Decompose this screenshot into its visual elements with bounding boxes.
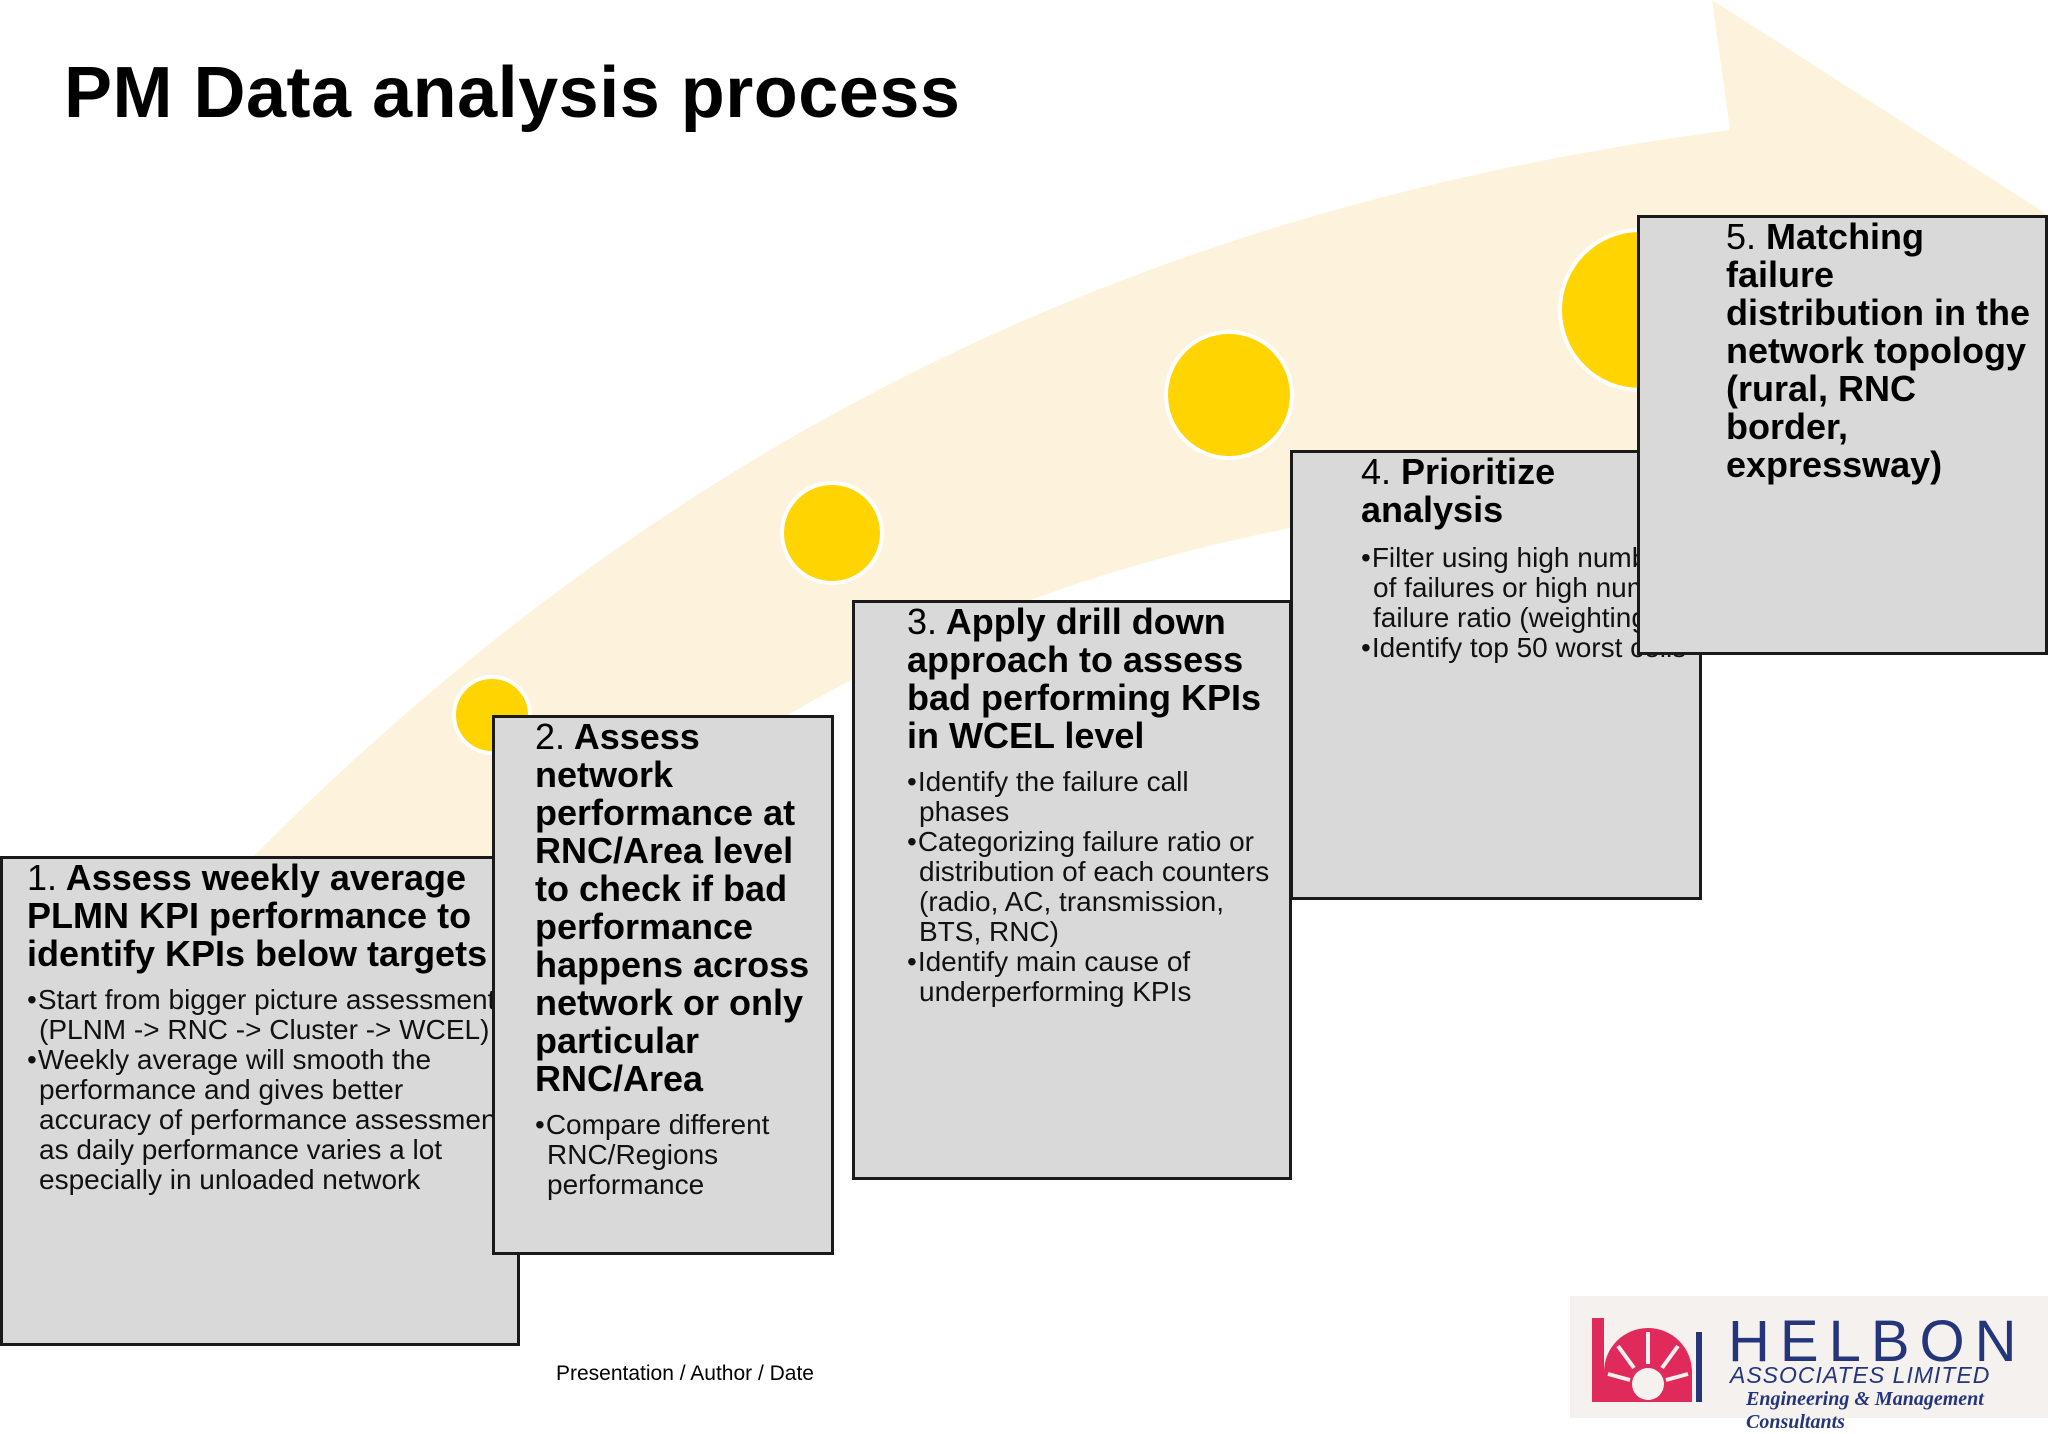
step-3-bullet: Categorizing failure ratio or distributi… bbox=[907, 827, 1281, 947]
step-dot-2 bbox=[780, 481, 884, 585]
step-5-box: 5. Matching failure distribution in the … bbox=[1637, 215, 2048, 655]
step-2-bullet: Compare different RNC/Regions performanc… bbox=[535, 1110, 811, 1200]
step-1-box: 1. Assess weekly average PLMN KPI perfor… bbox=[0, 856, 520, 1346]
logo-subtitle: ASSOCIATES LIMITED bbox=[1730, 1362, 1991, 1388]
step-3-bullet: Identify main cause of underperforming K… bbox=[907, 947, 1281, 1007]
step-2-heading-text: Assess network performance at RNC/Area l… bbox=[535, 716, 810, 1099]
step-1-number: 1. bbox=[27, 857, 58, 898]
step-4-bullet: Identify top 50 worst cells bbox=[1361, 633, 1691, 663]
step-5-heading-text: Matching failure distribution in the net… bbox=[1726, 216, 2030, 485]
logo-mark-icon bbox=[1592, 1318, 1702, 1402]
logo-tagline: Engineering & Management Consultants bbox=[1746, 1388, 1984, 1433]
step-dot-3 bbox=[1164, 330, 1294, 460]
step-3-box: 3. Apply drill down approach to assess b… bbox=[852, 600, 1292, 1180]
logo-name: HELBON bbox=[1728, 1309, 2027, 1374]
step-1-bullets: Start from bigger picture assessment (PL… bbox=[27, 985, 507, 1195]
step-4-number: 4. bbox=[1361, 451, 1392, 492]
step-3-number: 3. bbox=[907, 601, 938, 642]
step-5-number: 5. bbox=[1726, 216, 1757, 257]
step-1-bullet: Weekly average will smooth the performan… bbox=[27, 1045, 507, 1195]
slide-footer: Presentation / Author / Date bbox=[556, 1362, 814, 1385]
slide-title: PM Data analysis process bbox=[64, 53, 961, 133]
step-3-bullets: Identify the failure call phases Categor… bbox=[907, 767, 1281, 1007]
step-2-box: 2. Assess network performance at RNC/Are… bbox=[492, 715, 834, 1255]
step-1-heading-text: Assess weekly average PLMN KPI performan… bbox=[27, 857, 488, 974]
step-4-bullets: Filter using high number of failures or … bbox=[1361, 543, 1691, 663]
step-2-number: 2. bbox=[535, 716, 566, 757]
company-logo: HELBON ASSOCIATES LIMITED Engineering & … bbox=[1570, 1296, 2048, 1433]
curved-arrow bbox=[240, 0, 2048, 870]
step-5-heading: 5. Matching failure distribution in the … bbox=[1726, 218, 2041, 484]
step-4-heading: 4. Prioritize analysis bbox=[1361, 453, 1699, 529]
step-1-heading: 1. Assess weekly average PLMN KPI perfor… bbox=[27, 859, 517, 973]
step-4-heading-text: Prioritize analysis bbox=[1361, 451, 1556, 530]
step-2-bullets: Compare different RNC/Regions performanc… bbox=[535, 1110, 811, 1200]
step-1-bullet: Start from bigger picture assessment (PL… bbox=[27, 985, 507, 1045]
step-3-bullet: Identify the failure call phases bbox=[907, 767, 1281, 827]
step-3-heading-text: Apply drill down approach to assess bad … bbox=[907, 601, 1262, 756]
step-2-heading: 2. Assess network performance at RNC/Are… bbox=[535, 718, 811, 1098]
step-4-box: 4. Prioritize analysis Filter using high… bbox=[1290, 450, 1702, 900]
step-3-heading: 3. Apply drill down approach to assess b… bbox=[907, 603, 1281, 755]
